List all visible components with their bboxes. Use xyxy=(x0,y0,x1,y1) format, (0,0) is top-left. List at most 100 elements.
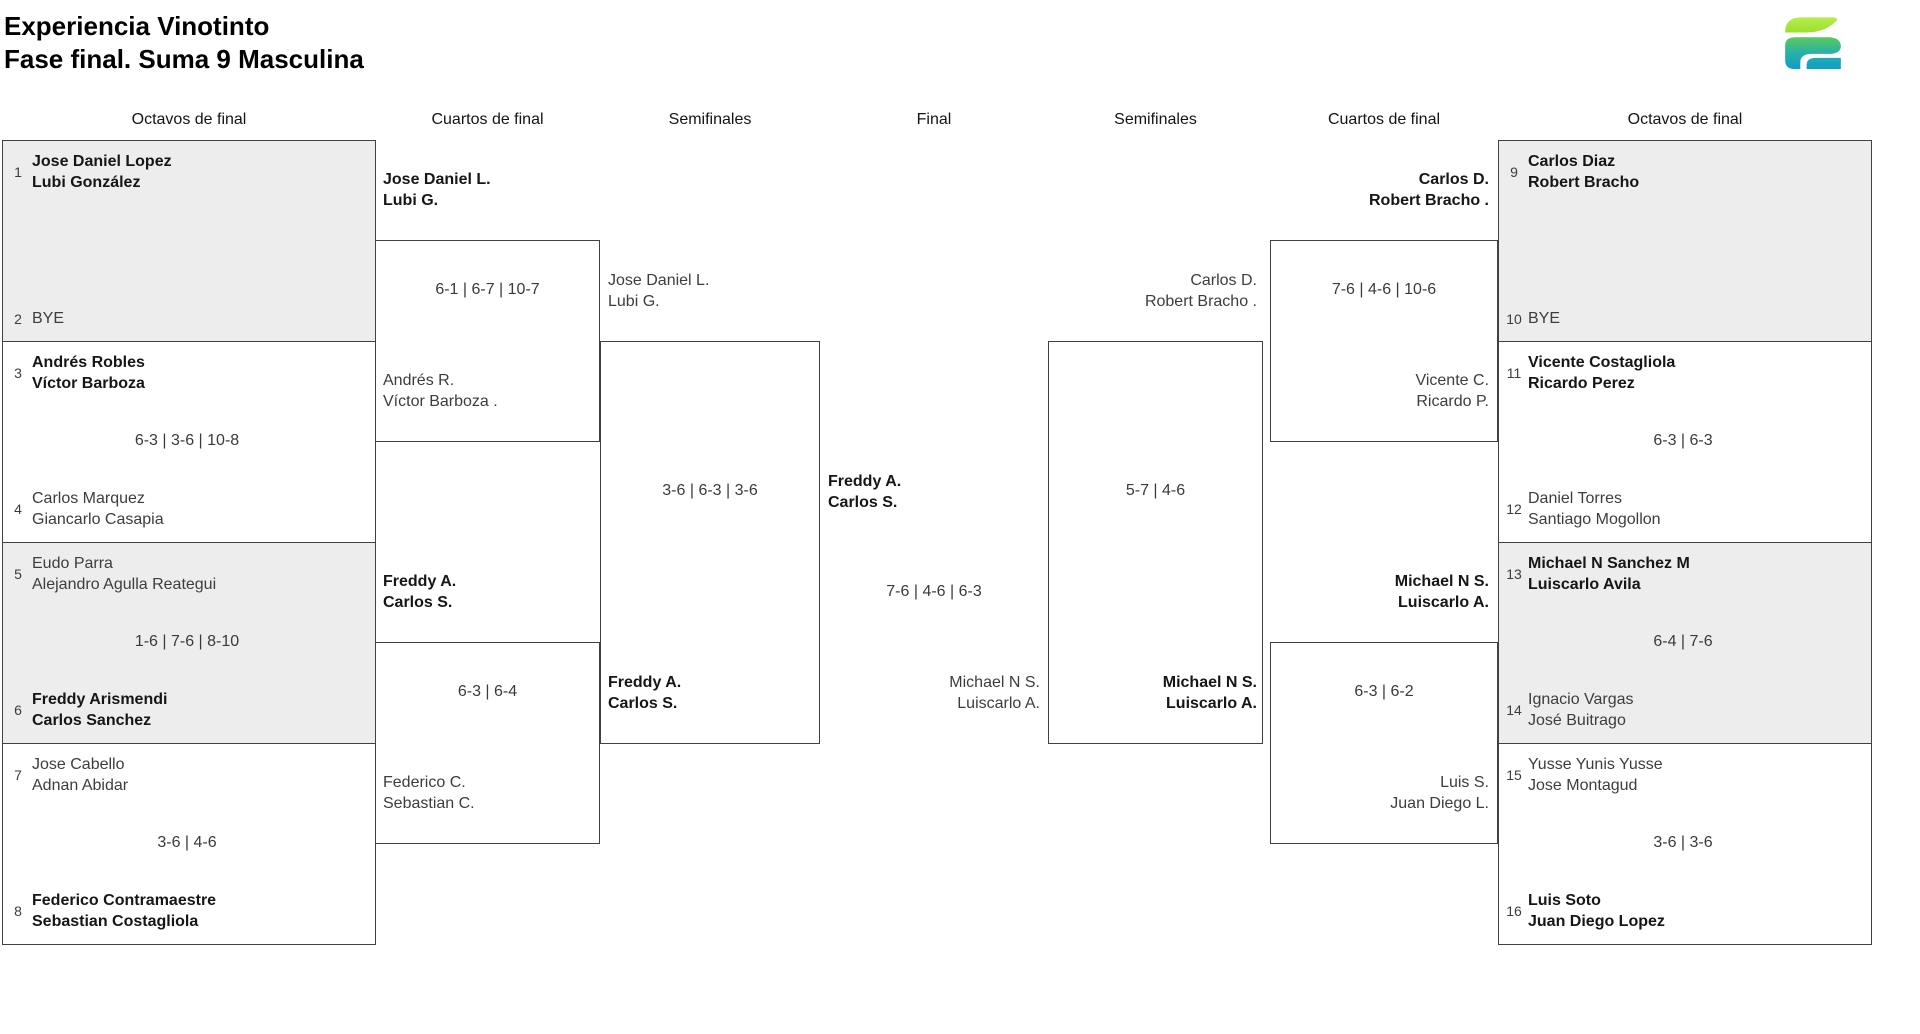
event-title: Experiencia Vinotinto xyxy=(4,11,270,41)
match-score: 3-6 | 4-6 xyxy=(157,834,217,851)
phase-title: Fase final. Suma 9 Masculina xyxy=(4,44,364,74)
round-header-octavos-right: Octavos de final xyxy=(1627,111,1743,128)
player-name: Santiago Mogollon xyxy=(1528,511,1661,528)
team-row: 10 BYE xyxy=(1505,308,1861,329)
player-name: Luis S. xyxy=(1440,774,1489,791)
seed-number: 13 xyxy=(1506,566,1522,582)
team-names: Carlos Diaz Robert Bracho xyxy=(1528,151,1639,193)
player-name: Luiscarlo A. xyxy=(957,695,1040,712)
player-name: Lubi G. xyxy=(608,293,660,310)
player-name: Robert Bracho . xyxy=(1144,293,1257,310)
team-names: Daniel Torres Santiago Mogollon xyxy=(1528,488,1661,530)
round-header-semi-left: Semifinales xyxy=(668,111,752,128)
team-names: Carlos D. Robert Bracho . xyxy=(1052,270,1257,312)
brand-logo-icon xyxy=(1785,17,1841,70)
player-name: Jose Daniel Lopez xyxy=(32,153,172,170)
team-row: 11 Vicente Costagliola Ricardo Perez xyxy=(1505,352,1861,394)
team-names: Eudo Parra Alejandro Agulla Reategui xyxy=(32,553,216,595)
round-header-octavos-left: Octavos de final xyxy=(131,111,247,128)
player-name: Federico Contramaestre xyxy=(32,892,217,909)
team-names: Carlos Marquez Giancarlo Casapia xyxy=(32,488,164,530)
player-name: Daniel Torres xyxy=(1528,490,1622,507)
team-names: Jose Cabello Adnan Abidar xyxy=(32,754,128,796)
team-row: 1 Jose Daniel Lopez Lubi González xyxy=(9,151,365,193)
team-names: Freddy A. Carlos S. xyxy=(608,672,681,714)
player-name: Carlos D. xyxy=(1190,272,1257,289)
team-names: Michael N Sanchez M Luiscarlo Avila xyxy=(1528,553,1690,595)
match-box-octavos-1-2: 1 Jose Daniel Lopez Lubi González 2 BYE xyxy=(2,140,376,342)
match-box-octavos-9-10: 9 Carlos Diaz Robert Bracho 10 BYE xyxy=(1498,140,1872,342)
seed-number: 11 xyxy=(1506,365,1522,381)
match-score: 6-3 | 6-3 xyxy=(1653,432,1713,449)
team-row: 7 Jose Cabello Adnan Abidar xyxy=(9,754,365,796)
team-names: Vicente Costagliola Ricardo Perez xyxy=(1528,352,1675,394)
player-name: Vicente C. xyxy=(1415,372,1489,389)
seed-number: 16 xyxy=(1506,903,1522,919)
match-score: 5-7 | 4-6 xyxy=(1125,482,1186,499)
team-names: BYE xyxy=(32,308,64,329)
team-row: 12 Daniel Torres Santiago Mogollon xyxy=(1505,488,1861,530)
player-name: BYE xyxy=(32,310,65,327)
player-name: Giancarlo Casapia xyxy=(32,511,164,528)
team-row: 5 Eudo Parra Alejandro Agulla Reategui xyxy=(9,553,365,595)
player-name: Andrés Robles xyxy=(32,354,145,371)
round-header-cuartos-right: Cuartos de final xyxy=(1327,111,1441,128)
match-box-semi-left xyxy=(600,341,820,744)
match-box-cuartos-left-1 xyxy=(375,240,600,442)
team-row: 2 BYE xyxy=(9,308,365,329)
player-name: Michael N S. xyxy=(1394,573,1489,590)
player-name: Juan Diego L. xyxy=(1390,795,1489,812)
player-name: Freddy A. xyxy=(383,573,457,590)
player-name: Luiscarlo A. xyxy=(1398,594,1489,611)
match-score: 7-6 | 4-6 | 6-3 xyxy=(886,583,982,600)
team-names: Vicente C. Ricardo P. xyxy=(1270,370,1489,412)
team-names: Andrés Robles Víctor Barboza xyxy=(32,352,145,394)
player-name: Jose Montagud xyxy=(1528,777,1638,794)
round-header-cuartos-left: Cuartos de final xyxy=(431,111,544,128)
player-name: Carlos S. xyxy=(383,594,453,611)
team-row: 9 Carlos Diaz Robert Bracho xyxy=(1505,151,1861,193)
player-name: Vicente Costagliola xyxy=(1528,354,1676,371)
team-names: Jose Daniel L. Lubi G. xyxy=(383,169,491,211)
player-name: Michael N Sanchez M xyxy=(1528,555,1690,572)
player-name: Lubi González xyxy=(32,174,141,191)
seed-number: 14 xyxy=(1506,702,1522,718)
seed-number: 15 xyxy=(1506,767,1522,783)
player-name: Adnan Abidar xyxy=(32,777,129,794)
team-row: 13 Michael N Sanchez M Luiscarlo Avila xyxy=(1505,553,1861,595)
seed-number: 2 xyxy=(14,310,22,327)
team-names: Federico C. Sebastian C. xyxy=(383,772,475,814)
player-name: Juan Diego Lopez xyxy=(1528,913,1665,930)
player-name: Carlos S. xyxy=(608,695,678,712)
player-name: Luiscarlo Avila xyxy=(1528,576,1641,593)
match-score: 6-3 | 6-2 xyxy=(1354,683,1414,700)
team-names: Federico Contramaestre Sebastian Costagl… xyxy=(32,890,216,932)
player-name: Ignacio Vargas xyxy=(1528,691,1634,708)
team-names: Freddy A. Carlos S. xyxy=(828,471,901,513)
match-box-octavos-13-14: 13 Michael N Sanchez M Luiscarlo Avila 6… xyxy=(1498,542,1872,744)
player-name: Víctor Barboza xyxy=(32,375,145,392)
player-name: Luiscarlo A. xyxy=(1166,695,1257,712)
seed-number: 3 xyxy=(14,365,22,381)
player-name: Michael N S. xyxy=(949,674,1040,691)
team-row: 3 Andrés Robles Víctor Barboza xyxy=(9,352,365,394)
player-name: Sebastian C. xyxy=(383,795,475,812)
match-score: 3-6 | 6-3 | 3-6 xyxy=(662,482,758,499)
seed-number: 5 xyxy=(14,566,22,582)
match-box-octavos-3-4: 3 Andrés Robles Víctor Barboza 6-3 | 3-6… xyxy=(2,341,376,543)
match-box-cuartos-right-1 xyxy=(1270,240,1498,442)
team-names: BYE xyxy=(1528,308,1560,329)
player-name: Carlos S. xyxy=(828,494,898,511)
player-name: Michael N S. xyxy=(1162,674,1257,691)
player-name: Ricardo P. xyxy=(1416,393,1489,410)
match-box-semi-right xyxy=(1048,341,1263,744)
player-name: Luis Soto xyxy=(1528,892,1601,909)
match-box-cuartos-left-2 xyxy=(375,642,600,844)
round-header-semi-right: Semifinales xyxy=(1114,111,1197,128)
player-name: Federico C. xyxy=(383,774,466,791)
match-box-octavos-15-16: 15 Yusse Yunis Yusse Jose Montagud 3-6 |… xyxy=(1498,743,1872,945)
team-row: 4 Carlos Marquez Giancarlo Casapia xyxy=(9,488,365,530)
match-score: 1-6 | 7-6 | 8-10 xyxy=(134,633,240,650)
team-names: Michael N S. Luiscarlo A. xyxy=(1270,571,1489,613)
team-names: Michael N S. Luiscarlo A. xyxy=(1052,672,1257,714)
